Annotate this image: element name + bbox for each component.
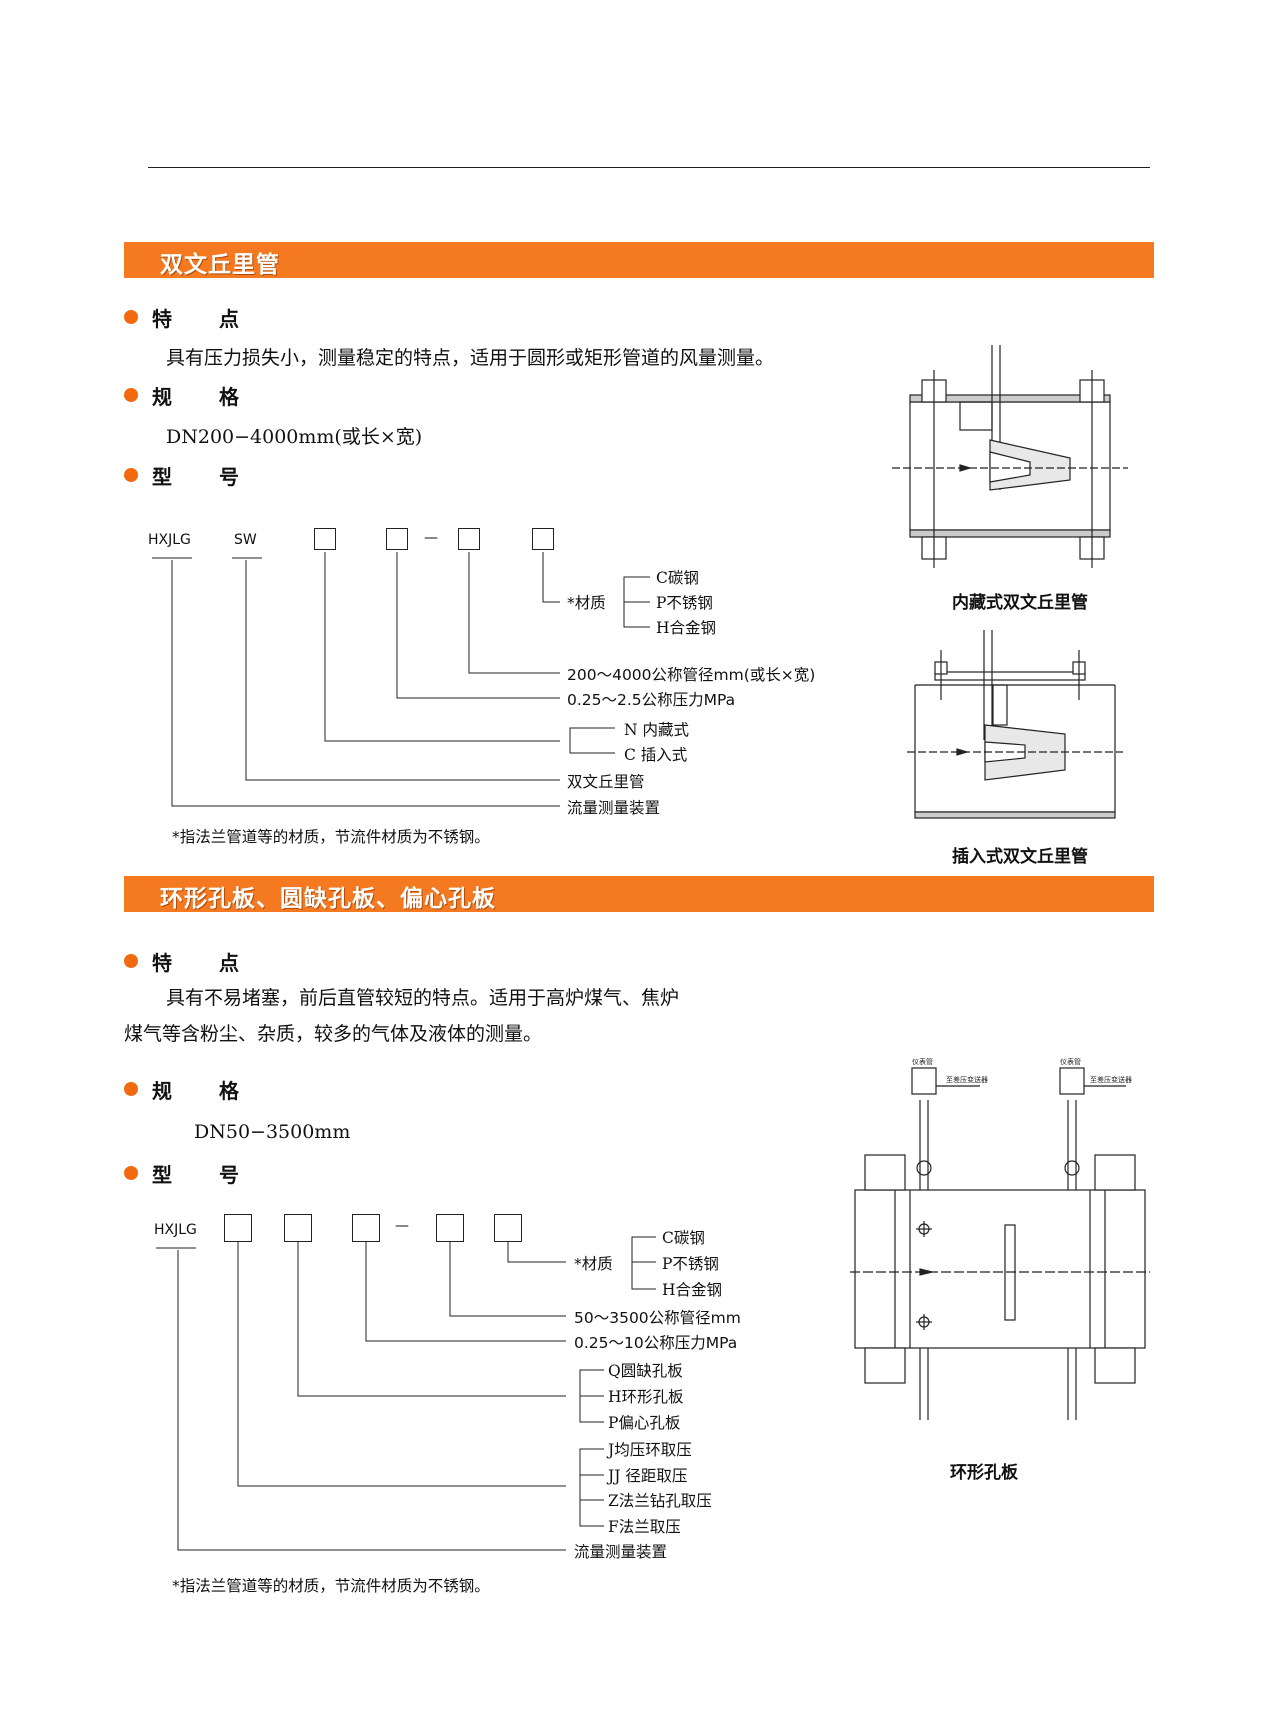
section-title: 双文丘里管 bbox=[160, 252, 280, 278]
bullet-icon bbox=[124, 1166, 138, 1180]
material-option: C碳钢 bbox=[656, 569, 699, 587]
model-heading: 型 号 bbox=[124, 1158, 259, 1188]
figure-caption: 插入式双文丘里管 bbox=[952, 847, 1088, 867]
footnote: *指法兰管道等的材质，节流件材质为不锈钢。 bbox=[172, 828, 490, 846]
figure-caption: 环形孔板 bbox=[950, 1463, 1018, 1483]
type-desc: 双文丘里管 bbox=[567, 773, 645, 791]
features-text: 具有压力损失小，测量稳定的特点，适用于圆形或矩形管道的风量测量。 bbox=[166, 347, 775, 369]
figure-small-label: 仪表管 bbox=[1060, 1057, 1081, 1066]
model-code: SW bbox=[234, 532, 257, 548]
tap-option: Z法兰钻孔取压 bbox=[608, 1492, 712, 1510]
model-prefix: HXJLG bbox=[148, 532, 191, 548]
figure-caption: 内藏式双文丘里管 bbox=[952, 593, 1088, 613]
code-box-pressure bbox=[352, 1214, 380, 1242]
code-box-pressure bbox=[386, 528, 408, 550]
size-desc: 50～3500公称管径mm bbox=[574, 1309, 741, 1327]
features-text-line: 具有不易堵塞，前后直管较短的特点。适用于高炉煤气、焦炉 bbox=[166, 987, 680, 1009]
features-heading: 特 点 bbox=[124, 302, 259, 332]
header-rule bbox=[148, 167, 1150, 168]
install-option: C 插入式 bbox=[624, 746, 688, 764]
material-option: P不锈钢 bbox=[662, 1255, 719, 1273]
code-box-size bbox=[436, 1214, 464, 1242]
material-option: H合金钢 bbox=[656, 619, 717, 637]
device-desc: 流量测量装置 bbox=[574, 1543, 668, 1561]
spec-text: DN200−4000mm(或长×宽) bbox=[166, 426, 423, 448]
material-option: P不锈钢 bbox=[656, 594, 713, 612]
plate-option: Q圆缺孔板 bbox=[608, 1362, 683, 1380]
features-heading: 特 点 bbox=[124, 946, 259, 976]
figure-small-label: 仪表管 bbox=[912, 1057, 933, 1066]
figure-ring-orifice: 仪表管 至差压变送器 仪表管 至差压变送器 bbox=[850, 1057, 1150, 1420]
section-banner: 双文丘里管 bbox=[124, 242, 1154, 278]
figure-embedded-venturi bbox=[892, 345, 1128, 568]
code-box-material bbox=[494, 1214, 522, 1242]
material-label: *材质 bbox=[567, 594, 606, 612]
tap-option: F法兰取压 bbox=[608, 1518, 681, 1536]
pressure-desc: 0.25～10公称压力MPa bbox=[574, 1334, 738, 1352]
size-desc: 200～4000公称管径mm(或长×宽) bbox=[567, 666, 816, 684]
footnote: *指法兰管道等的材质，节流件材质为不锈钢。 bbox=[172, 1577, 490, 1595]
bullet-icon bbox=[124, 310, 138, 324]
material-option: H合金钢 bbox=[662, 1281, 723, 1299]
material-label: *材质 bbox=[574, 1255, 613, 1273]
device-desc: 流量测量装置 bbox=[567, 799, 661, 817]
code-box-install bbox=[314, 528, 336, 550]
code-dash: — bbox=[424, 530, 438, 546]
bullet-icon bbox=[124, 388, 138, 402]
code-box-tap bbox=[224, 1214, 252, 1242]
section-banner: 环形孔板、圆缺孔板、偏心孔板 bbox=[124, 876, 1154, 912]
section-title: 环形孔板、圆缺孔板、偏心孔板 bbox=[160, 886, 496, 912]
spec-text: DN50−3500mm bbox=[194, 1121, 351, 1143]
plate-option: P偏心孔板 bbox=[608, 1414, 681, 1432]
material-option: C碳钢 bbox=[662, 1229, 705, 1247]
bullet-icon bbox=[124, 468, 138, 482]
features-text-line: 煤气等含粉尘、杂质，较多的气体及液体的测量。 bbox=[124, 1023, 543, 1045]
code-box-material bbox=[532, 528, 554, 550]
plate-option: H环形孔板 bbox=[608, 1388, 684, 1406]
tap-option: J均压环取压 bbox=[608, 1441, 692, 1459]
bullet-icon bbox=[124, 1082, 138, 1096]
code-box-plate bbox=[284, 1214, 312, 1242]
spec-heading: 规 格 bbox=[124, 380, 259, 410]
figure-insert-venturi bbox=[907, 630, 1123, 819]
bullet-icon bbox=[124, 954, 138, 968]
model-heading: 型 号 bbox=[124, 460, 259, 490]
code-box-size bbox=[458, 528, 480, 550]
model-prefix: HXJLG bbox=[154, 1222, 197, 1238]
pressure-desc: 0.25～2.5公称压力MPa bbox=[567, 691, 736, 709]
tap-option: JJ 径距取压 bbox=[608, 1467, 688, 1485]
figure-small-label: 至差压变送器 bbox=[946, 1075, 988, 1084]
install-option: N 内藏式 bbox=[624, 721, 689, 739]
spec-heading: 规 格 bbox=[124, 1074, 259, 1104]
code-dash: — bbox=[395, 1218, 409, 1234]
figure-small-label: 至差压变送器 bbox=[1090, 1075, 1132, 1084]
